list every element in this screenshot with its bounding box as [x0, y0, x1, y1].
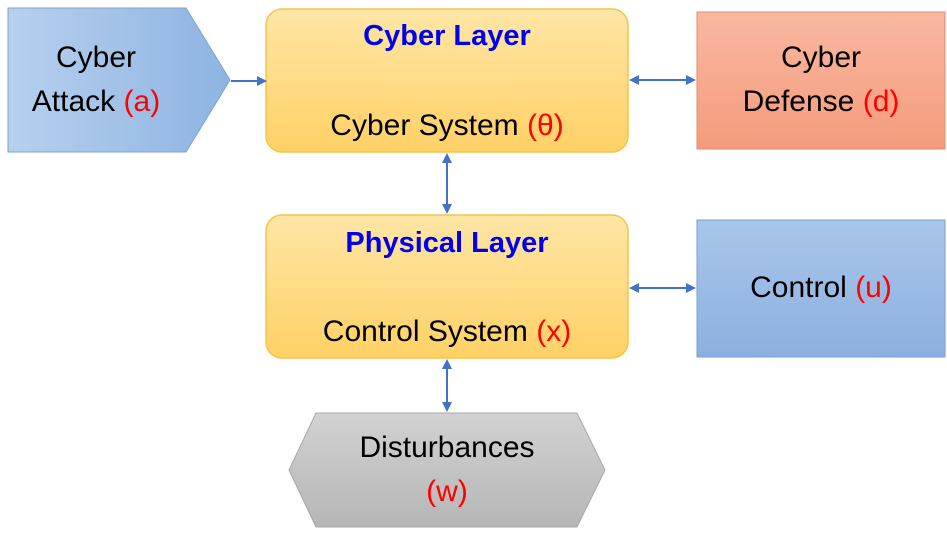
control-shape — [696, 219, 946, 358]
cyber-attack-label: Cyber Attack (a) — [8, 36, 184, 124]
cyber-layer-var: (θ) — [527, 109, 564, 142]
control-label-wrap: Control (u) — [697, 266, 945, 310]
disturbances-var: (w) — [426, 475, 468, 508]
physical-layer-var: (x) — [536, 315, 572, 348]
cyber-defense-line2: Defense (d) — [697, 80, 945, 124]
physical-layer-shape — [265, 214, 629, 359]
control-label: Control — [750, 271, 847, 304]
cyber-defense-var: (d) — [862, 85, 900, 118]
control-var: (u) — [855, 271, 892, 304]
cyber-attack-var: (a) — [123, 85, 161, 118]
disturbances-label: Disturbances — [359, 431, 535, 464]
disturbances-label-wrap: Disturbances (w) — [289, 426, 605, 514]
cyber-attack-line2: Attack (a) — [8, 80, 184, 124]
physical-layer-body: Control System (x) — [266, 310, 628, 354]
cyber-attack-line1: Cyber — [55, 41, 137, 74]
physical-layer-title: Physical Layer — [345, 227, 549, 259]
cyber-defense-line1: Cyber — [780, 41, 862, 74]
cyber-defense-label: Cyber Defense (d) — [697, 36, 945, 124]
cyber-layer-body: Cyber System (θ) — [266, 104, 628, 148]
cyber-defense-line2-text: Defense — [742, 85, 855, 118]
cyber-layer-label: Cyber System — [330, 109, 519, 142]
cyber-attack-line2-text: Attack — [31, 85, 116, 118]
disturbances-shape — [288, 412, 606, 528]
cyber-attack-shape — [7, 7, 231, 153]
physical-layer-label: Control System — [322, 315, 528, 348]
cyber-defense-shape — [696, 11, 946, 150]
cyber-layer-title: Cyber Layer — [363, 20, 531, 52]
